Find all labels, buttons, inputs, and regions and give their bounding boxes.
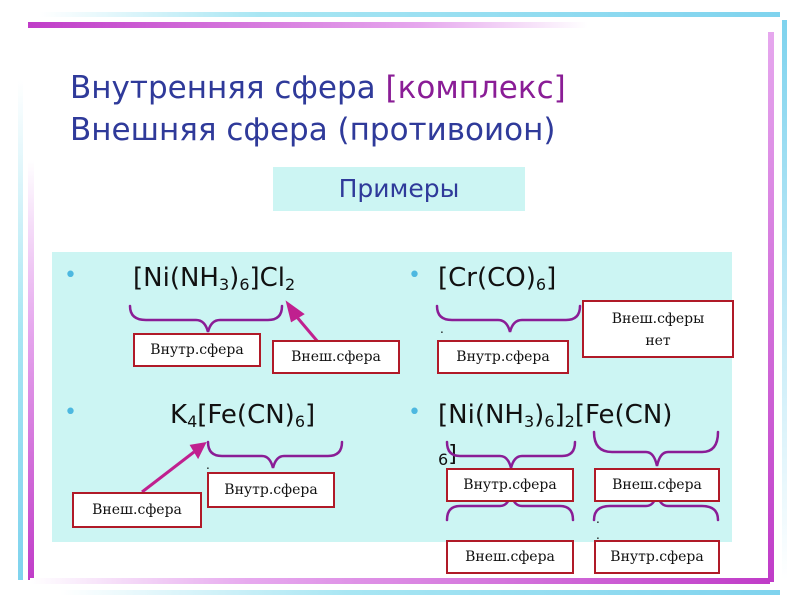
- dot-marker: .: [440, 322, 444, 336]
- label-no-outer-sphere: Внеш.сферы нет: [582, 300, 734, 358]
- label-outer-sphere-1: Внеш.сфера: [272, 340, 400, 374]
- bottom-stripe-cyan: [60, 590, 780, 595]
- bullet-3: •: [64, 400, 77, 425]
- bottom-stripe-magenta: [30, 578, 770, 584]
- formula-ni-nh3-cl2: [Ni(NH3)6]Cl2: [133, 263, 296, 294]
- label-outer-sphere-4b: Внеш.сфера: [446, 540, 574, 574]
- left-stripe-cyan: [18, 80, 23, 580]
- title-line-2: Внешняя сфера (противоион): [70, 112, 556, 148]
- dot-marker: .: [206, 458, 210, 472]
- label-outer-sphere-3: Внеш.сфера: [72, 492, 202, 528]
- label-inner-sphere-2: Внутр.сфера: [437, 340, 569, 374]
- dot-marker: .: [596, 528, 600, 542]
- bullet-2: •: [408, 263, 421, 288]
- label-inner-sphere-3: Внутр.сфера: [207, 472, 335, 508]
- title-inner-sphere: Внутренняя сфера: [70, 70, 386, 106]
- examples-heading: Примеры: [273, 167, 525, 211]
- bullet-4: •: [408, 400, 421, 425]
- label-inner-sphere-4b: Внутр.сфера: [594, 540, 720, 574]
- dot-marker: .: [596, 512, 600, 526]
- formula-cr-co: [Cr(CO)6]: [438, 263, 557, 294]
- label-inner-sphere-1: Внутр.сфера: [133, 333, 261, 367]
- top-stripe-magenta: [28, 22, 588, 28]
- top-stripe-cyan: [40, 12, 780, 17]
- left-stripe-magenta: [28, 160, 34, 580]
- title-line-1: Внутренняя сфера [комплекс]: [70, 70, 566, 106]
- right-stripe-magenta: [768, 32, 774, 582]
- formula-k4-fe-cn: K4[Fe(CN)6]: [170, 400, 316, 431]
- right-stripe-cyan: [782, 20, 787, 580]
- label-inner-sphere-4a: Внутр.сфера: [446, 468, 574, 502]
- label-outer-sphere-4a: Внеш.сфера: [594, 468, 720, 502]
- title-complex: [комплекс]: [385, 70, 566, 106]
- formula-ni-nh3-fe-cn-line1: [Ni(NH3)6]2[Fe(CN): [438, 400, 673, 431]
- bullet-1: •: [64, 263, 77, 288]
